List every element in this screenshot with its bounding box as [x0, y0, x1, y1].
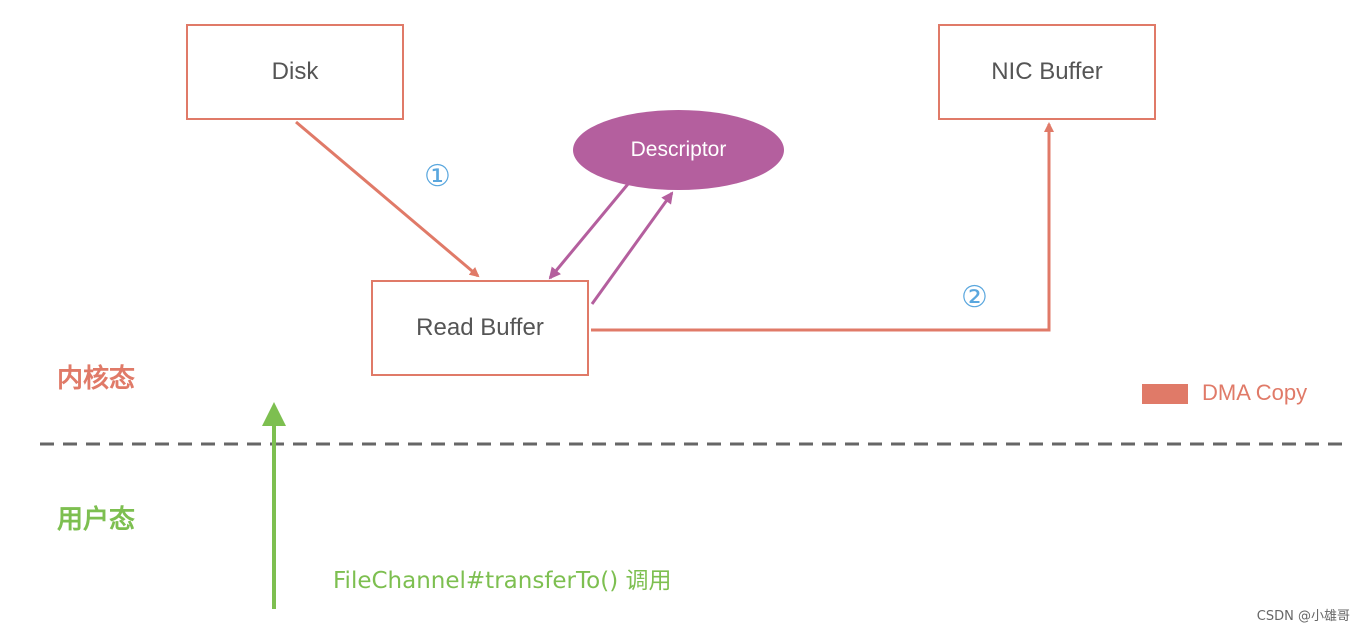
dma-copy-legend-label: DMA Copy	[1202, 380, 1308, 405]
read-to-nic-arrow	[591, 122, 1054, 332]
read-buffer-box: Read Buffer	[371, 280, 589, 376]
descriptor-label: Descriptor	[630, 138, 727, 161]
step-two-marker: ②	[961, 280, 988, 315]
kernel-mode-label: 内核态	[57, 364, 136, 394]
transferto-call-label: FileChannel#transferTo() 调用	[333, 568, 672, 594]
nic-buffer-label: NIC Buffer	[991, 58, 1103, 85]
descriptor-node: Descriptor	[573, 110, 784, 190]
descriptor-to-read-arrow	[548, 183, 630, 280]
read-buffer-label: Read Buffer	[416, 314, 544, 341]
csdn-watermark: CSDN @小雄哥	[1256, 609, 1350, 624]
disk-to-read-arrow	[295, 120, 480, 278]
disk-box: Disk	[186, 24, 404, 120]
read-to-descriptor-arrow	[590, 191, 674, 305]
nic-buffer-box: NIC Buffer	[938, 24, 1156, 120]
disk-label: Disk	[271, 58, 319, 85]
step-one-marker: ①	[424, 159, 451, 194]
user-mode-label: 用户态	[57, 505, 136, 535]
dma-copy-legend-swatch	[1142, 384, 1188, 404]
